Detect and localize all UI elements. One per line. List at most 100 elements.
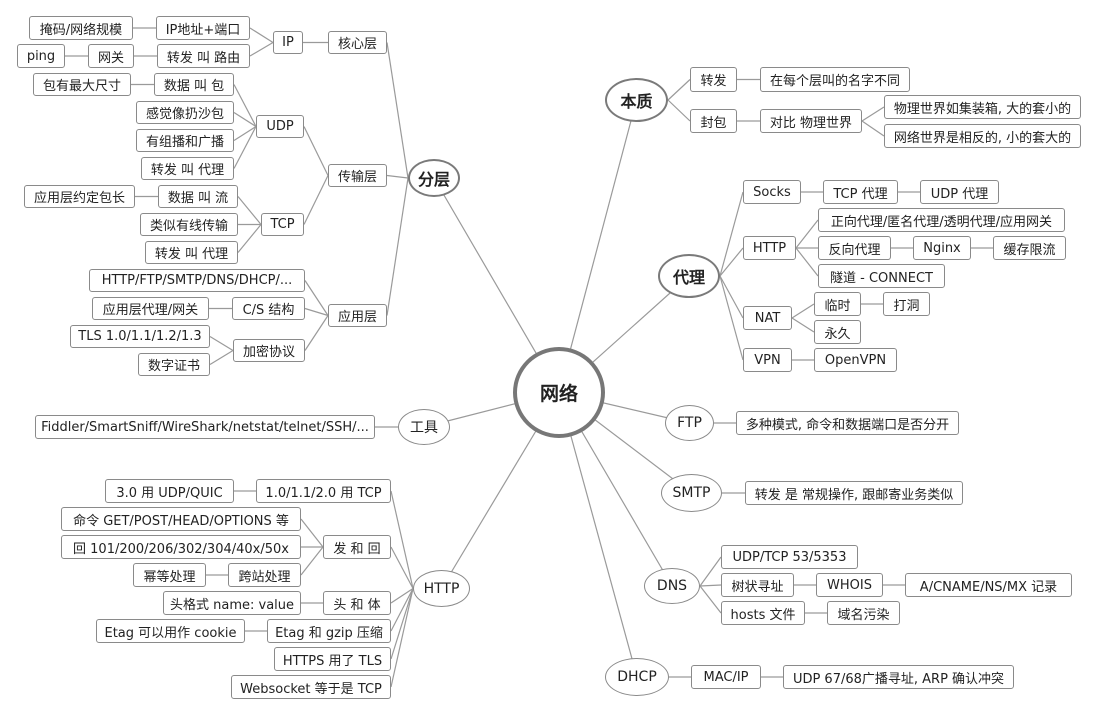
topic-ess-names[interactable]: 在每个层叫的名字不同 <box>760 67 910 92</box>
topic-cert[interactable]: 数字证书 <box>138 353 210 376</box>
topic-mask[interactable]: 掩码/网络规模 <box>29 16 133 40</box>
topic-phttp-rev[interactable]: 反向代理 <box>818 236 891 260</box>
topic-nat-perm[interactable]: 永久 <box>814 320 861 344</box>
topic-hosts[interactable]: hosts 文件 <box>721 601 805 625</box>
edge-app-app_protocols <box>304 280 329 316</box>
topic-ftp[interactable]: FTP <box>665 405 714 441</box>
topic-http-hb[interactable]: 头 和 体 <box>323 591 391 615</box>
topic-http[interactable]: HTTP <box>413 570 470 607</box>
topic-http-ws[interactable]: Websocket 等于是 TCP <box>231 675 391 699</box>
topic-http-idem[interactable]: 幂等处理 <box>133 563 206 587</box>
topic-nat[interactable]: NAT <box>743 306 792 330</box>
topic-macip[interactable]: MAC/IP <box>691 665 761 689</box>
edge-dns-dns_port <box>699 556 722 587</box>
topic-cache[interactable]: 缓存限流 <box>993 236 1066 260</box>
topic-app[interactable]: 应用层 <box>328 304 387 327</box>
topic-whois[interactable]: WHOIS <box>816 573 883 597</box>
topic-http-xsite[interactable]: 跨站处理 <box>228 563 301 587</box>
topic-tools[interactable]: 工具 <box>398 409 450 445</box>
topic-http-tcp[interactable]: 1.0/1.1/2.0 用 TCP <box>256 479 391 503</box>
topic-http-codes[interactable]: 回 101/200/206/302/304/40x/50x <box>61 535 301 559</box>
edge-udp-udp_proxy <box>233 126 257 169</box>
topic-dhcp-desc[interactable]: UDP 67/68广播寻址, ARP 确认冲突 <box>783 665 1014 689</box>
topic-records[interactable]: A/CNAME/NS/MX 记录 <box>905 573 1072 597</box>
edge-layers-app <box>386 177 409 316</box>
topic-punch[interactable]: 打洞 <box>883 292 930 316</box>
topic-tcp-len[interactable]: 应用层约定包长 <box>24 185 135 208</box>
topic-http-quic[interactable]: 3.0 用 UDP/QUIC <box>105 479 234 503</box>
topic-cs[interactable]: C/S 结构 <box>232 297 305 320</box>
edge-app-crypto <box>304 315 329 351</box>
edge-crypto-cert <box>209 349 234 366</box>
topic-udp[interactable]: UDP <box>256 115 304 138</box>
topic-dns-tree[interactable]: 树状寻址 <box>721 573 794 597</box>
topic-route[interactable]: 转发 叫 路由 <box>157 44 250 68</box>
topic-dns[interactable]: DNS <box>644 568 700 604</box>
topic-gateway[interactable]: 网关 <box>88 44 134 68</box>
topic-dhcp[interactable]: DHCP <box>605 658 669 696</box>
topic-tools-list[interactable]: Fiddler/SmartSniff/WireShark/netstat/tel… <box>35 415 375 439</box>
topic-ess-fwd[interactable]: 转发 <box>690 67 737 92</box>
topic-tcp[interactable]: TCP <box>261 213 304 236</box>
topic-nat-tmp[interactable]: 临时 <box>814 292 861 316</box>
topic-tcp-wired[interactable]: 类似有线传输 <box>140 213 238 236</box>
topic-udp-multicast[interactable]: 有组播和广播 <box>136 129 234 152</box>
topic-ip-addr[interactable]: IP地址+端口 <box>156 16 250 40</box>
topic-ess-pack[interactable]: 封包 <box>690 109 737 133</box>
topic-app-protocols[interactable]: HTTP/FTP/SMTP/DNS/DHCP/... <box>89 269 305 292</box>
edge-http-http_tcp <box>390 490 414 589</box>
topic-http-etag[interactable]: Etag 和 gzip 压缩 <box>267 619 391 643</box>
edge-proxy-socks <box>719 191 744 277</box>
topic-http-hfmt[interactable]: 头格式 name: value <box>163 591 301 615</box>
topic-tls[interactable]: TLS 1.0/1.1/1.2/1.3 <box>70 325 210 348</box>
topic-http-tls[interactable]: HTTPS 用了 TLS <box>274 647 391 671</box>
topic-core[interactable]: 核心层 <box>328 31 387 54</box>
edge-udp-udp_packet <box>233 84 257 127</box>
topic-crypto[interactable]: 加密协议 <box>233 339 305 362</box>
edge-dns-hosts <box>699 585 722 614</box>
topic-udp-packet[interactable]: 数据 叫 包 <box>154 73 234 96</box>
topic-http-req[interactable]: 发 和 回 <box>323 535 391 559</box>
edge-udp-udp_multicast <box>233 125 257 142</box>
topic-http-cookie[interactable]: Etag 可以用作 cookie <box>96 619 245 643</box>
topic-ping[interactable]: ping <box>17 44 65 68</box>
topic-socks-udp[interactable]: UDP 代理 <box>920 180 999 204</box>
topic-http-cmd[interactable]: 命令 GET/POST/HEAD/OPTIONS 等 <box>61 507 301 531</box>
topic-vpn[interactable]: VPN <box>743 348 792 372</box>
edge-http_req-http_cmd <box>300 518 324 548</box>
edge-center-essence <box>558 99 638 393</box>
edge-essence-ess_pack <box>667 99 691 122</box>
edge-http-http_hb <box>390 587 414 604</box>
topic-udp-proxy[interactable]: 转发 叫 代理 <box>141 157 234 180</box>
topic-ess-phys[interactable]: 物理世界如集装箱, 大的套小的 <box>884 95 1081 119</box>
topic-phttp-fwd[interactable]: 正向代理/匿名代理/透明代理/应用网关 <box>818 208 1065 232</box>
topic-smtp[interactable]: SMTP <box>661 474 722 512</box>
edge-http-http_tls <box>390 588 414 660</box>
topic-nginx[interactable]: Nginx <box>913 236 971 260</box>
topic-poison[interactable]: 域名污染 <box>827 601 900 625</box>
topic-transport[interactable]: 传输层 <box>328 164 387 187</box>
edge-proxy-vpn <box>719 275 744 361</box>
topic-socks[interactable]: Socks <box>743 180 801 204</box>
topic-layers[interactable]: 分层 <box>408 159 460 197</box>
topic-ip[interactable]: IP <box>273 31 303 54</box>
topic-dns-port[interactable]: UDP/TCP 53/5353 <box>721 545 858 569</box>
topic-socks-tcp[interactable]: TCP 代理 <box>823 180 898 204</box>
topic-ftp-desc[interactable]: 多种模式, 命令和数据端口是否分开 <box>736 411 959 435</box>
topic-proxy[interactable]: 代理 <box>658 254 720 298</box>
topic-smtp-desc[interactable]: 转发 是 常规操作, 跟邮寄业务类似 <box>745 481 963 505</box>
topic-udp-sand[interactable]: 感觉像扔沙包 <box>136 101 234 124</box>
edge-app-cs <box>304 307 329 317</box>
topic-center[interactable]: 网络 <box>513 347 605 438</box>
topic-tunnel[interactable]: 隧道 - CONNECT <box>818 264 945 288</box>
topic-openvpn[interactable]: OpenVPN <box>814 348 897 372</box>
topic-app-gateway[interactable]: 应用层代理/网关 <box>92 297 209 320</box>
topic-tcp-proxy[interactable]: 转发 叫 代理 <box>145 241 238 264</box>
topic-essence[interactable]: 本质 <box>605 78 668 122</box>
topic-ess-cmp[interactable]: 对比 物理世界 <box>760 109 862 133</box>
topic-tcp-stream[interactable]: 数据 叫 流 <box>158 185 238 208</box>
topic-phttp[interactable]: HTTP <box>743 236 796 260</box>
topic-udp-maxsize[interactable]: 包有最大尺寸 <box>33 73 131 96</box>
topic-ess-net[interactable]: 网络世界是相反的, 小的套大的 <box>884 124 1081 148</box>
